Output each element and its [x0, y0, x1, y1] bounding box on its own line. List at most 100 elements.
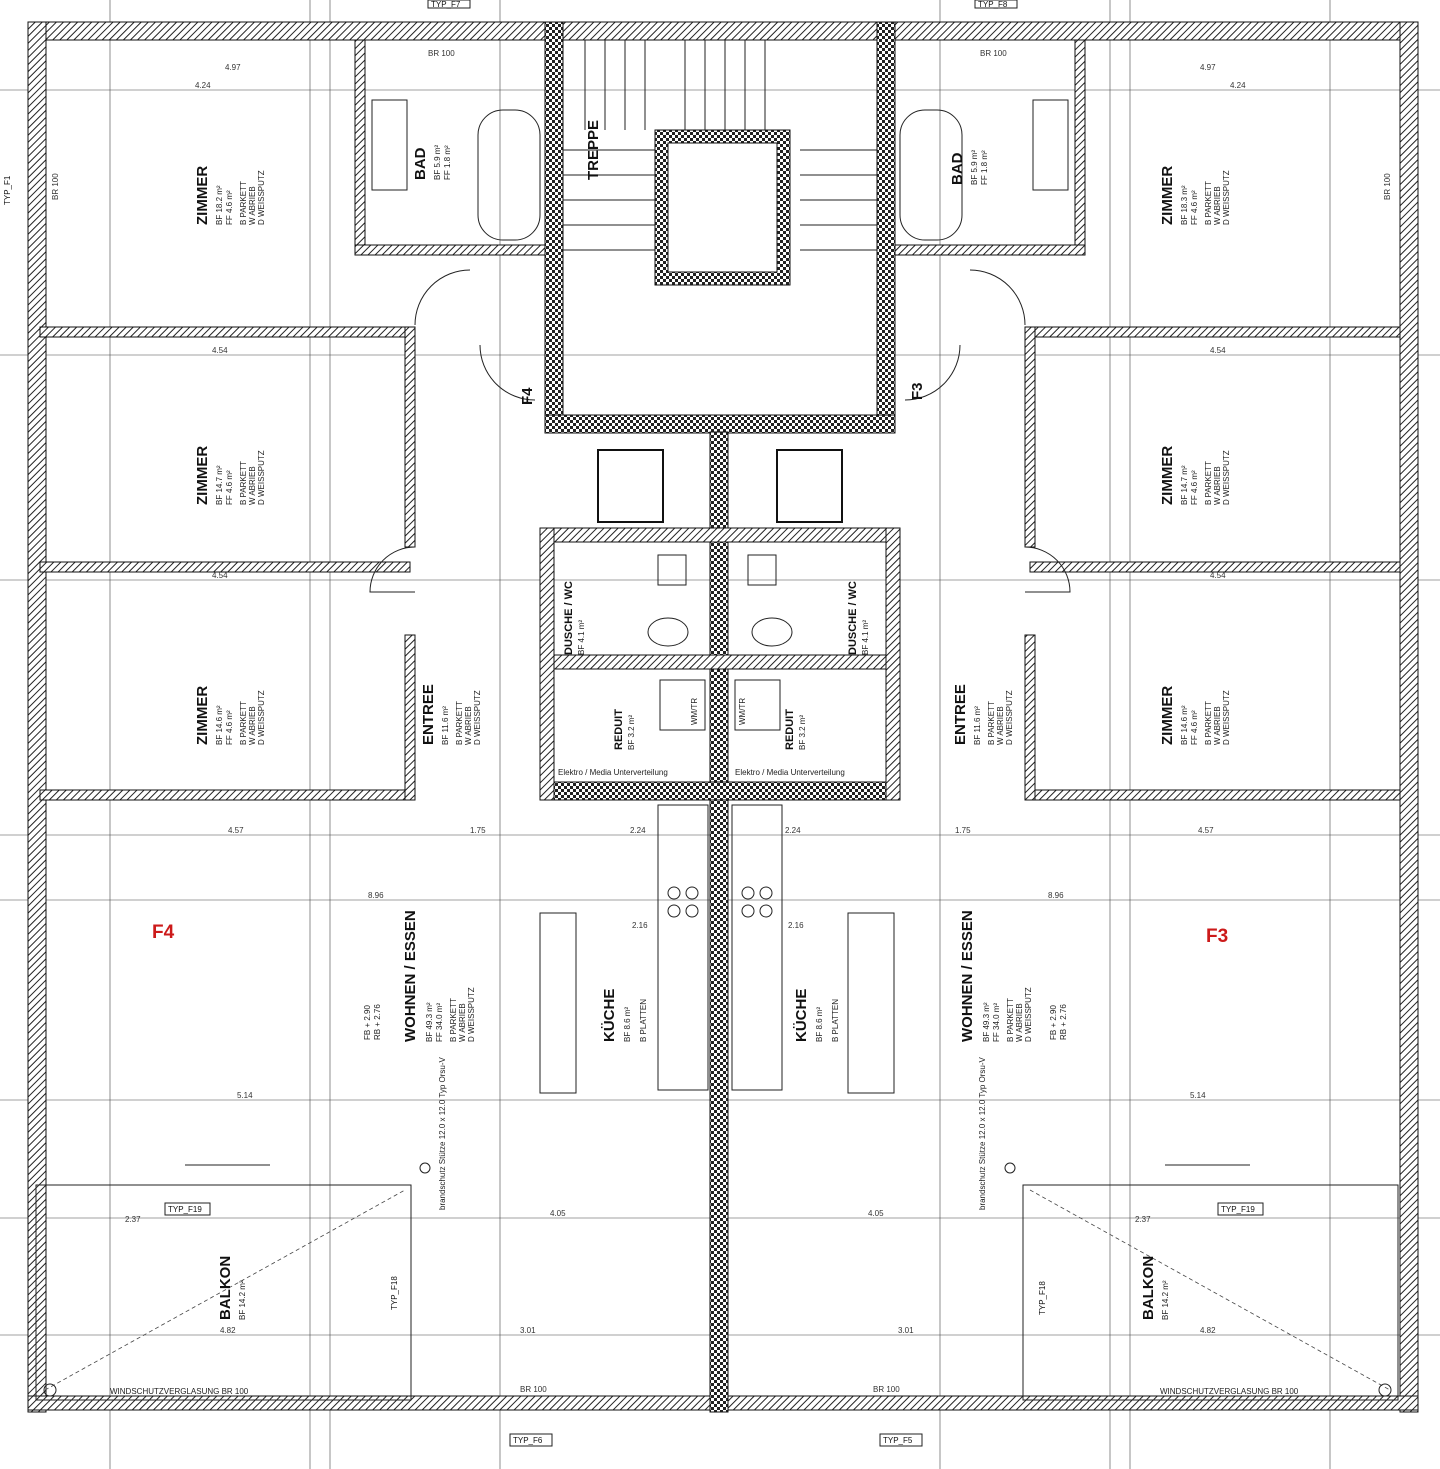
- svg-text:2.24: 2.24: [630, 826, 646, 835]
- svg-text:W ABRIEB: W ABRIEB: [1213, 186, 1222, 225]
- elektro-label-right: Elektro / Media Unterverteilung: [735, 768, 845, 777]
- room-wohnen-right: WOHNEN / ESSEN BF 49.3 m² FF 34.0 m² B P…: [959, 910, 1068, 1042]
- svg-text:BF 11.6 m²: BF 11.6 m²: [973, 706, 982, 745]
- svg-text:TYP_F5: TYP_F5: [883, 1436, 913, 1445]
- svg-text:B PARKETT: B PARKETT: [239, 181, 248, 225]
- room-reduit-left: REDUIT BF 3.2 m² WM/TR: [613, 698, 699, 750]
- svg-text:4.54: 4.54: [1210, 571, 1226, 580]
- svg-text:4.57: 4.57: [228, 826, 244, 835]
- svg-text:ZIMMER: ZIMMER: [1159, 166, 1176, 225]
- room-zimmer1-left: ZIMMER BF 18.2 m² FF 4.6 m² B PARKETT W …: [194, 166, 266, 225]
- svg-text:W ABRIEB: W ABRIEB: [1213, 466, 1222, 505]
- svg-text:4.97: 4.97: [225, 63, 241, 72]
- svg-text:FF 34.0 m²: FF 34.0 m²: [992, 1003, 1001, 1042]
- svg-text:BF 5.9 m²: BF 5.9 m²: [433, 145, 442, 180]
- svg-text:D WEISSPUTZ: D WEISSPUTZ: [1222, 450, 1231, 505]
- svg-text:D WEISSPUTZ: D WEISSPUTZ: [257, 690, 266, 745]
- room-balkon-left: BALKON BF 14.2 m² WINDSCHUTZVERGLASUNG B…: [110, 1057, 447, 1396]
- svg-text:B PARKETT: B PARKETT: [239, 701, 248, 745]
- svg-text:BF 49.3 m²: BF 49.3 m²: [982, 1002, 991, 1042]
- svg-text:2.24: 2.24: [785, 826, 801, 835]
- svg-text:FF 4.6 m²: FF 4.6 m²: [1190, 190, 1199, 225]
- svg-text:W ABRIEB: W ABRIEB: [458, 1003, 467, 1042]
- svg-text:B PARKETT: B PARKETT: [1204, 461, 1213, 505]
- svg-text:8.96: 8.96: [368, 891, 384, 900]
- elektro-label-left: Elektro / Media Unterverteilung: [558, 768, 668, 777]
- svg-text:2.37: 2.37: [1135, 1215, 1151, 1224]
- svg-text:WM/TR: WM/TR: [690, 698, 699, 725]
- stair-core: TREPPE: [544, 21, 896, 434]
- svg-text:REDUIT: REDUIT: [784, 709, 796, 750]
- svg-text:brandschutz Stütze 12.0 x 12.0: brandschutz Stütze 12.0 x 12.0 Typ Orsu-…: [438, 1057, 447, 1210]
- svg-text:D WEISSPUTZ: D WEISSPUTZ: [467, 987, 476, 1042]
- svg-text:ZIMMER: ZIMMER: [194, 166, 211, 225]
- svg-text:4.57: 4.57: [1198, 826, 1214, 835]
- room-label-treppe: TREPPE: [585, 120, 602, 180]
- svg-text:1.75: 1.75: [470, 826, 486, 835]
- svg-text:4.54: 4.54: [1210, 346, 1226, 355]
- svg-text:brandschutz Stütze 12.0 x 12.0: brandschutz Stütze 12.0 x 12.0 Typ Orsu-…: [978, 1057, 987, 1210]
- svg-text:WINDSCHUTZVERGLASUNG BR 100: WINDSCHUTZVERGLASUNG BR 100: [110, 1387, 249, 1396]
- svg-text:W ABRIEB: W ABRIEB: [248, 466, 257, 505]
- svg-text:FF 4.6 m²: FF 4.6 m²: [1190, 470, 1199, 505]
- svg-text:BF 3.2 m²: BF 3.2 m²: [798, 715, 807, 750]
- svg-text:BF 4.1 m²: BF 4.1 m²: [861, 620, 870, 655]
- svg-text:B PARKETT: B PARKETT: [239, 461, 248, 505]
- room-wohnen-left: WOHNEN / ESSEN BF 49.3 m² FF 34.0 m² B P…: [363, 910, 476, 1042]
- svg-text:BAD: BAD: [949, 152, 966, 185]
- svg-text:D WEISSPUTZ: D WEISSPUTZ: [1222, 690, 1231, 745]
- svg-text:BF 4.1 m²: BF 4.1 m²: [577, 620, 586, 655]
- doors: [369, 269, 1071, 593]
- svg-text:4.54: 4.54: [212, 346, 228, 355]
- svg-text:4.82: 4.82: [220, 1326, 236, 1335]
- svg-text:DUSCHE / WC: DUSCHE / WC: [563, 581, 575, 655]
- type-tags: TYP_F6 TYP_F5 TYP_F7 TYP_F8 TYP_F19 TYP_…: [3, 0, 1264, 1447]
- svg-text:D WEISSPUTZ: D WEISSPUTZ: [257, 170, 266, 225]
- svg-text:BR 100: BR 100: [428, 49, 455, 58]
- kitchen-fixtures: [539, 804, 895, 1094]
- interior-walls-left: [39, 39, 546, 801]
- unit-label-right: F3: [1206, 926, 1228, 947]
- svg-text:B PARKETT: B PARKETT: [987, 701, 996, 745]
- svg-text:TYP_F6: TYP_F6: [513, 1436, 543, 1445]
- svg-text:4.24: 4.24: [195, 81, 211, 90]
- svg-text:BF 14.6 m²: BF 14.6 m²: [215, 705, 224, 745]
- svg-text:B PARKETT: B PARKETT: [1204, 701, 1213, 745]
- svg-text:3.01: 3.01: [898, 1326, 914, 1335]
- svg-text:KÜCHE: KÜCHE: [601, 989, 618, 1042]
- svg-text:RB + 2.76: RB + 2.76: [1059, 1004, 1068, 1040]
- svg-text:FF 4.6 m²: FF 4.6 m²: [1190, 710, 1199, 745]
- svg-text:TYP_F19: TYP_F19: [168, 1205, 202, 1214]
- svg-text:KÜCHE: KÜCHE: [793, 989, 810, 1042]
- svg-text:TYP_F1: TYP_F1: [3, 175, 12, 205]
- svg-text:TYP_F18: TYP_F18: [1038, 1281, 1047, 1315]
- svg-text:FF 4.6 m²: FF 4.6 m²: [225, 710, 234, 745]
- svg-text:WOHNEN / ESSEN: WOHNEN / ESSEN: [959, 910, 976, 1042]
- svg-text:TYP_F8: TYP_F8: [978, 0, 1008, 9]
- svg-text:ZIMMER: ZIMMER: [194, 686, 211, 745]
- door-label-right: F3: [909, 382, 926, 400]
- svg-text:BF 3.2 m²: BF 3.2 m²: [627, 715, 636, 750]
- unit-label-left: F4: [152, 922, 175, 943]
- interior-walls-right: [894, 39, 1401, 801]
- central-wall: [709, 431, 729, 1413]
- svg-text:BF 18.2 m²: BF 18.2 m²: [215, 185, 224, 225]
- svg-text:B PARKETT: B PARKETT: [449, 998, 458, 1042]
- svg-text:B PARKETT: B PARKETT: [455, 701, 464, 745]
- svg-text:BR 100: BR 100: [873, 1385, 900, 1394]
- room-kueche-left: KÜCHE BF 8.6 m² B PLATTEN: [601, 989, 648, 1042]
- room-dusche-left: DUSCHE / WC BF 4.1 m²: [563, 581, 586, 655]
- svg-text:DUSCHE / WC: DUSCHE / WC: [847, 581, 859, 655]
- svg-text:BR 100: BR 100: [980, 49, 1007, 58]
- svg-text:FB + 2.90: FB + 2.90: [363, 1005, 372, 1040]
- svg-text:BF 14.6 m²: BF 14.6 m²: [1180, 705, 1189, 745]
- svg-text:TYP_F18: TYP_F18: [390, 1276, 399, 1310]
- svg-text:FF 34.0 m²: FF 34.0 m²: [435, 1003, 444, 1042]
- svg-text:ZIMMER: ZIMMER: [1159, 446, 1176, 505]
- room-zimmer3-left: ZIMMER BF 14.6 m² FF 4.6 m² B PARKETT W …: [194, 686, 266, 745]
- svg-text:BR 100: BR 100: [1383, 173, 1392, 200]
- svg-text:D WEISSPUTZ: D WEISSPUTZ: [257, 450, 266, 505]
- svg-text:3.01: 3.01: [520, 1326, 536, 1335]
- svg-text:FF 1.8 m²: FF 1.8 m²: [980, 150, 989, 185]
